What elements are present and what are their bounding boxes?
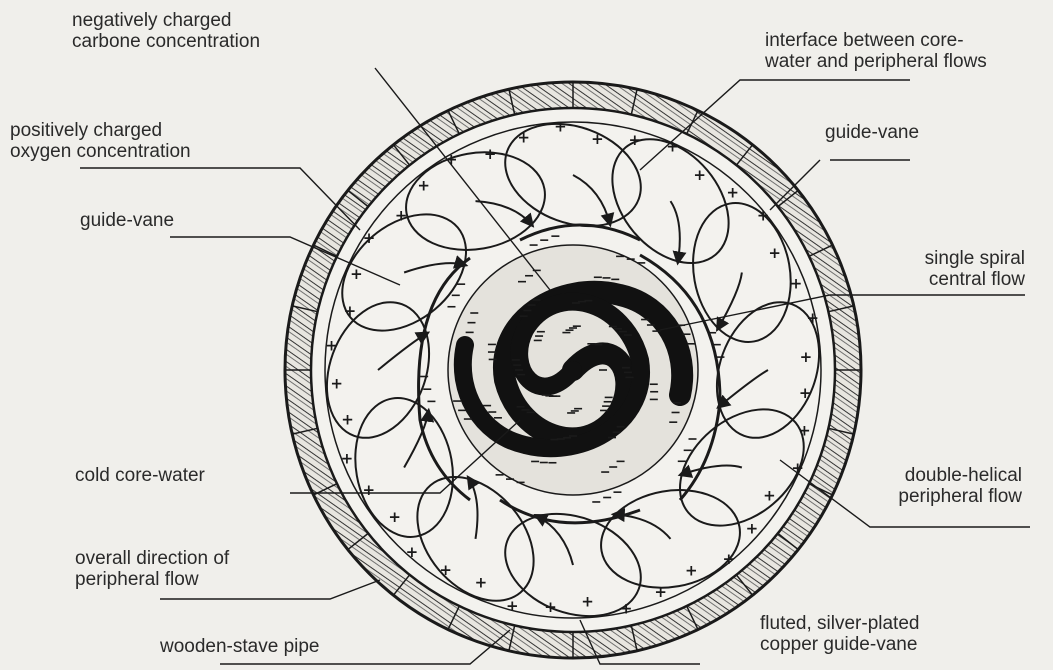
plus-mark: + <box>799 384 812 402</box>
label-cold-core-water: cold core-water <box>75 465 205 486</box>
plus-mark: + <box>325 337 338 355</box>
label-guide-vane-left: guide-vane <box>80 210 174 231</box>
plus-mark: + <box>591 130 604 148</box>
plus-mark: + <box>395 207 408 225</box>
plus-mark: + <box>746 519 759 537</box>
plus-mark: + <box>763 486 776 504</box>
plus-mark: + <box>791 459 804 477</box>
plus-mark: + <box>798 422 811 440</box>
plus-mark: + <box>806 309 819 327</box>
plus-mark: + <box>362 481 375 499</box>
plus-mark: + <box>768 244 781 262</box>
plus-mark: + <box>654 583 667 601</box>
plus-mark: + <box>406 543 419 561</box>
plus-mark: + <box>517 128 530 146</box>
plus-mark: + <box>506 597 519 615</box>
plus-mark: + <box>363 229 376 247</box>
plus-mark: + <box>757 207 770 225</box>
label-wooden-stave-pipe: wooden-stave pipe <box>160 636 320 657</box>
plus-mark: + <box>341 450 354 468</box>
plus-mark: + <box>344 302 357 320</box>
plus-mark: + <box>484 145 497 163</box>
plus-mark: + <box>544 598 557 616</box>
plus-mark: + <box>439 561 452 579</box>
plus-mark: + <box>554 117 567 135</box>
plus-mark: + <box>800 348 813 366</box>
plus-mark: + <box>388 508 401 526</box>
plus-mark: + <box>790 275 803 293</box>
plus-mark: + <box>629 131 642 149</box>
plus-mark: + <box>722 550 735 568</box>
plus-mark: + <box>620 599 633 617</box>
plus-mark: + <box>475 573 488 591</box>
label-interface-core-water: interface between core-water and periphe… <box>765 30 987 72</box>
plus-mark: + <box>341 410 354 428</box>
plus-mark: + <box>726 183 739 201</box>
plus-mark: + <box>330 375 343 393</box>
plus-mark: + <box>417 177 430 195</box>
label-guide-vane-right: guide-vane <box>825 122 919 143</box>
plus-mark: + <box>581 593 594 611</box>
plus-mark: + <box>685 561 698 579</box>
plus-mark: + <box>693 166 706 184</box>
